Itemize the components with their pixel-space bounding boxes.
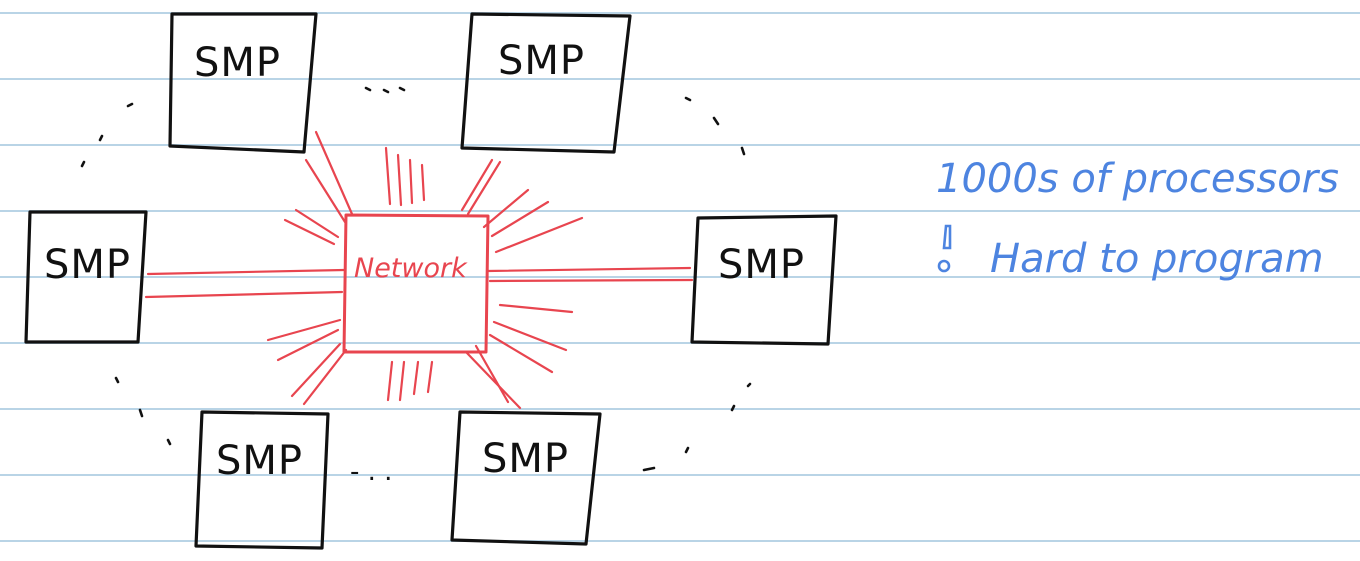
ellipsis-label: - . .	[350, 457, 392, 487]
smp-label: SMP	[44, 242, 131, 288]
smp-box	[24, 210, 148, 344]
smp-node-top-left: SMP	[168, 12, 318, 154]
smp-box	[690, 214, 838, 346]
smp-label: SMP	[216, 438, 303, 484]
smp-label: SMP	[194, 40, 281, 86]
continuation-dots	[80, 86, 752, 472]
smp-box	[168, 12, 318, 154]
network-label: Network	[354, 253, 468, 284]
exclamation-icon	[937, 224, 952, 273]
note-hard-to-program: Hard to program	[990, 236, 1324, 282]
smp-label: SMP	[718, 242, 805, 288]
note-processors: 1000s of processors	[936, 156, 1339, 202]
ruled-lines	[0, 12, 1360, 542]
smp-box	[460, 12, 632, 154]
smp-label: SMP	[482, 436, 569, 482]
smp-node-bottom-left: SMP	[194, 410, 330, 550]
network-box	[342, 213, 490, 354]
smp-node-bottom-right: SMP	[450, 410, 602, 546]
notes: 1000s of processors Hard to program	[936, 156, 1339, 282]
smp-node-left: SMP	[24, 210, 148, 344]
smp-box	[450, 410, 602, 546]
smp-node-right: SMP	[690, 214, 838, 346]
smp-box	[194, 410, 330, 550]
network-hub: Network	[342, 213, 490, 354]
smp-label: SMP	[498, 38, 585, 84]
network-rays	[144, 130, 694, 410]
smp-node-top-right: SMP	[460, 12, 632, 154]
